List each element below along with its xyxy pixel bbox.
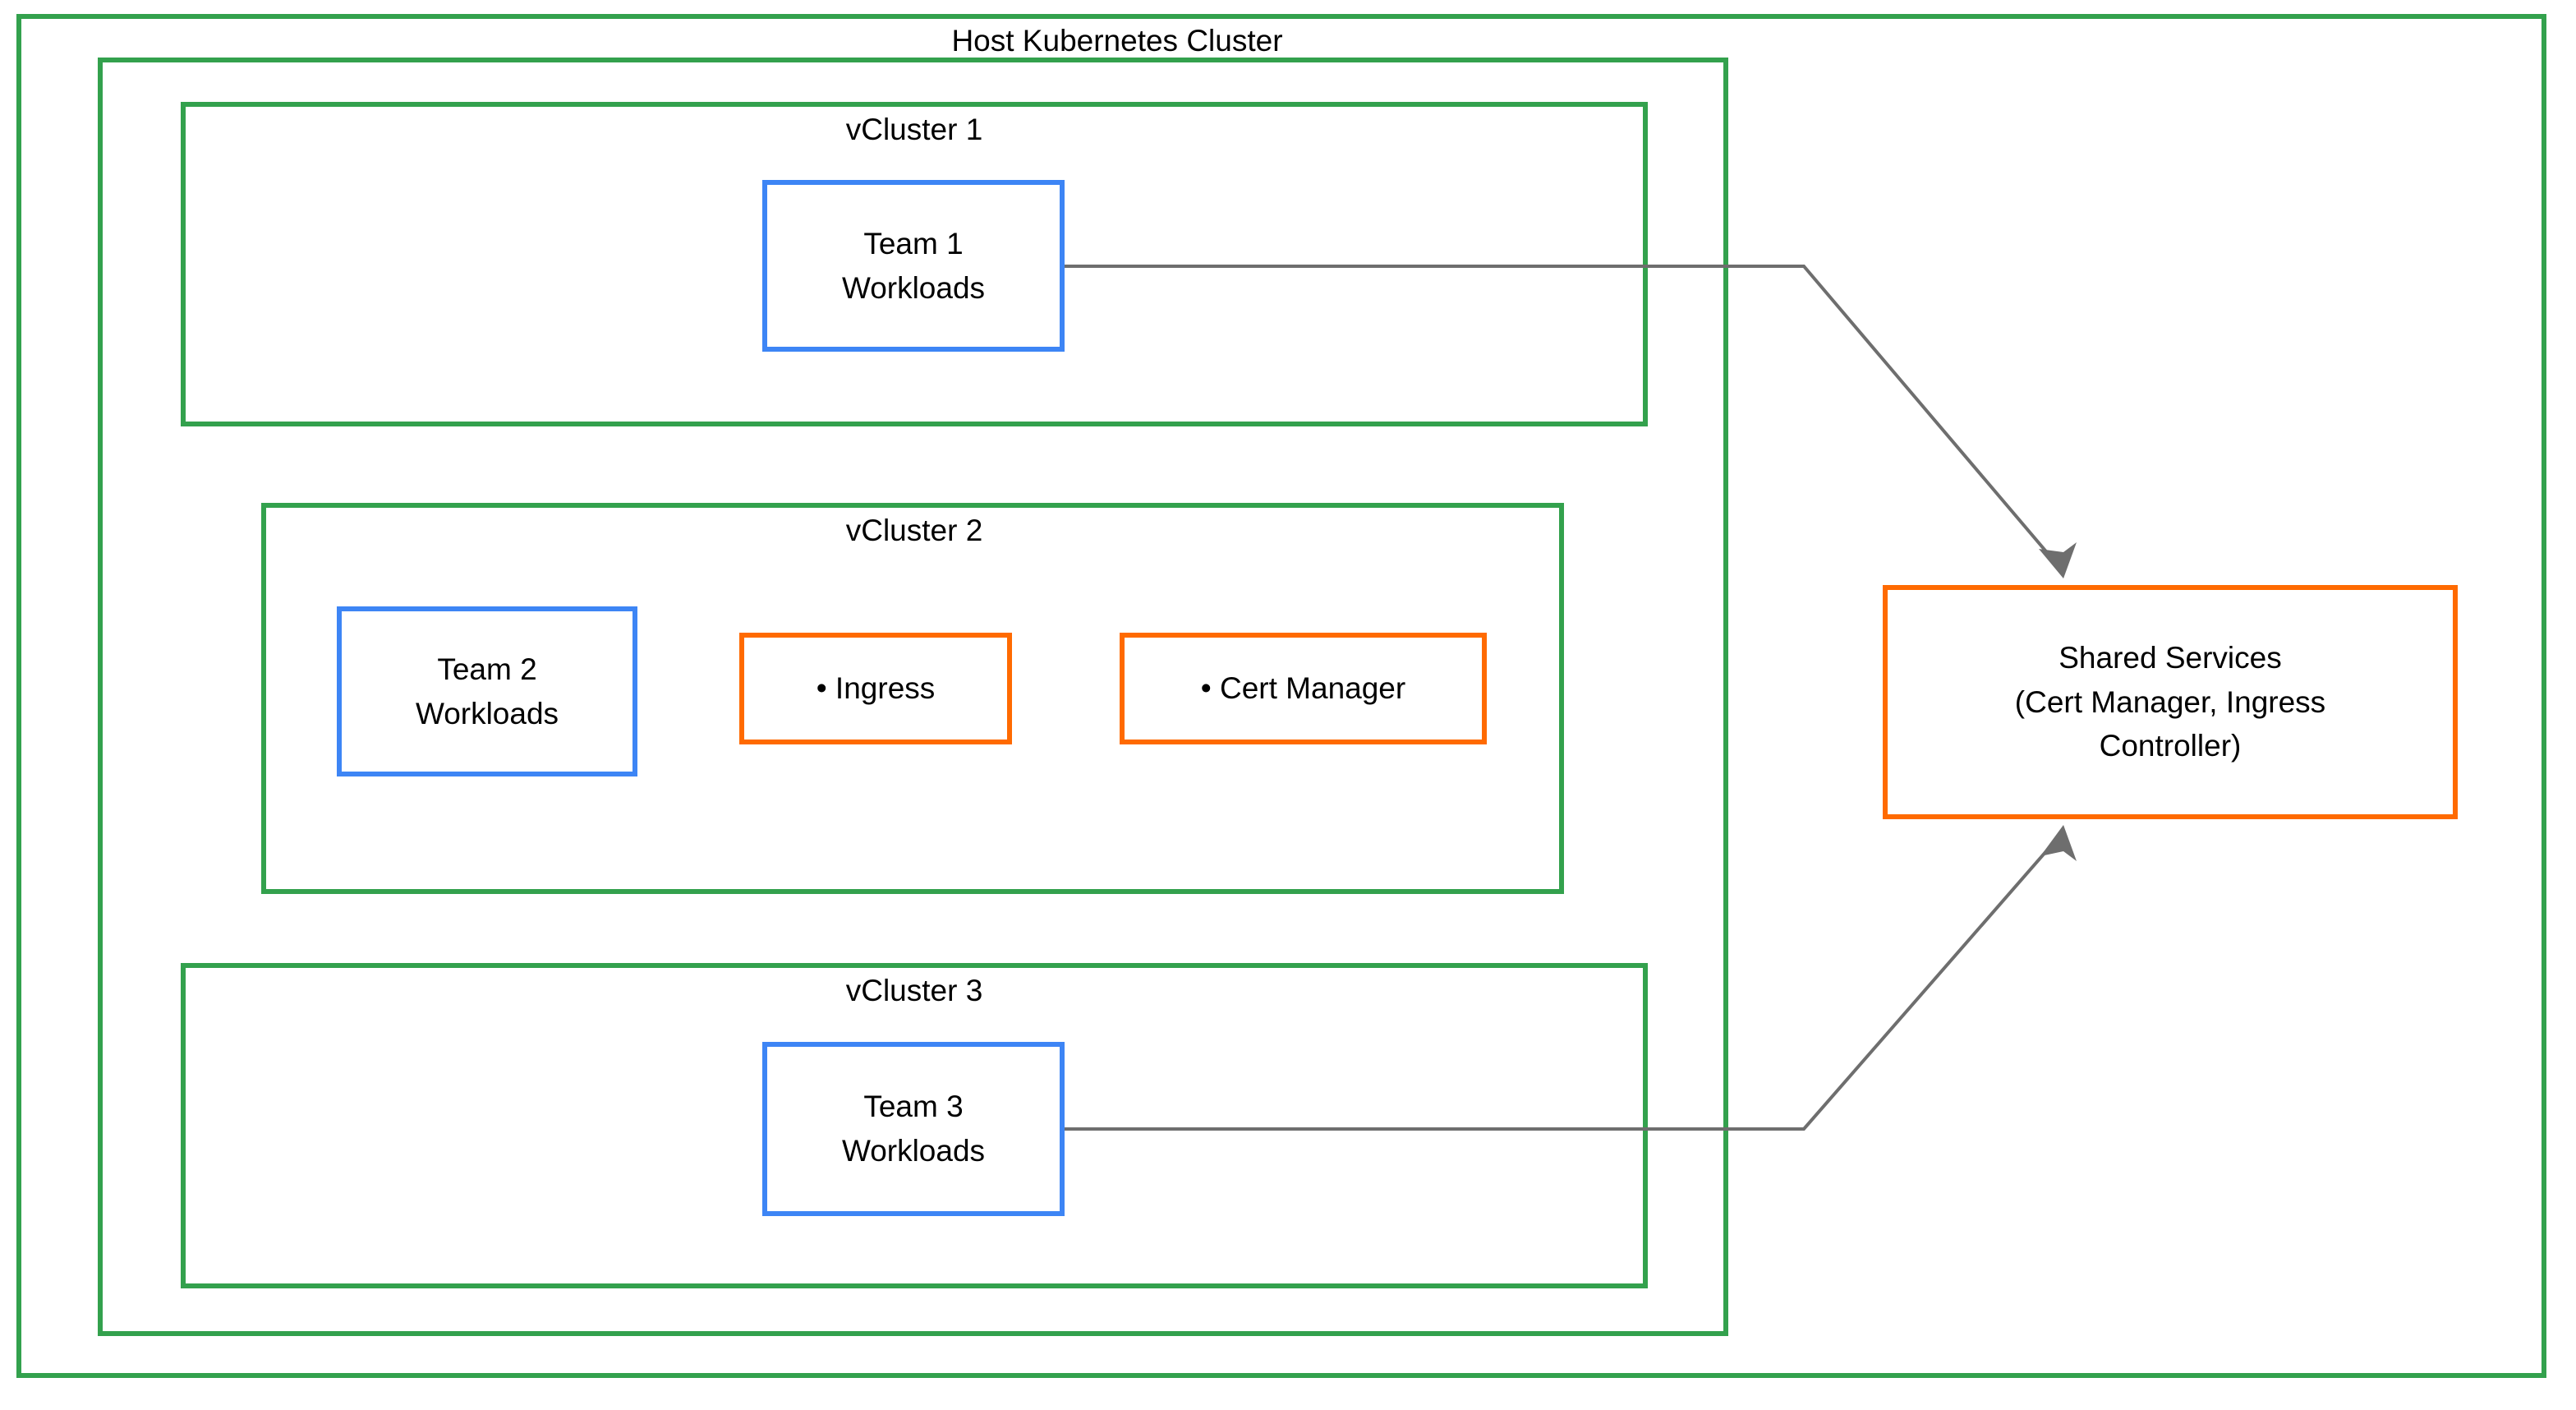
cert-manager-box[interactable] xyxy=(1120,633,1487,744)
vcluster-1-label: vCluster 1 xyxy=(845,113,983,146)
ingress-box[interactable] xyxy=(739,633,1012,744)
cert-manager-label: • Cert Manager xyxy=(1200,671,1406,706)
vcluster-3-label: vCluster 3 xyxy=(845,974,983,1007)
shared-services-box[interactable] xyxy=(1883,585,2458,819)
host-cluster-container xyxy=(98,58,1728,1336)
host-cluster-title: Host Kubernetes Cluster xyxy=(951,24,1283,58)
team-2-workloads-label: Team 2 Workloads xyxy=(415,652,559,730)
team-1-workloads-label: Team 1 Workloads xyxy=(841,226,986,305)
vcluster-2-label: vCluster 2 xyxy=(845,514,983,547)
team-1-workloads-box[interactable] xyxy=(762,180,1065,352)
team-3-workloads-box[interactable] xyxy=(762,1042,1065,1216)
team-3-workloads-label: Team 3 Workloads xyxy=(841,1090,986,1168)
shared-services-label: Shared Services (Cert Manager, Ingress C… xyxy=(2014,641,2326,763)
vcluster-1-container[interactable] xyxy=(181,102,1648,426)
ingress-label: • Ingress xyxy=(816,671,936,706)
team-2-workloads-box[interactable] xyxy=(337,606,637,776)
vcluster-2-container[interactable] xyxy=(261,503,1564,894)
outer-frame xyxy=(16,14,2546,1378)
